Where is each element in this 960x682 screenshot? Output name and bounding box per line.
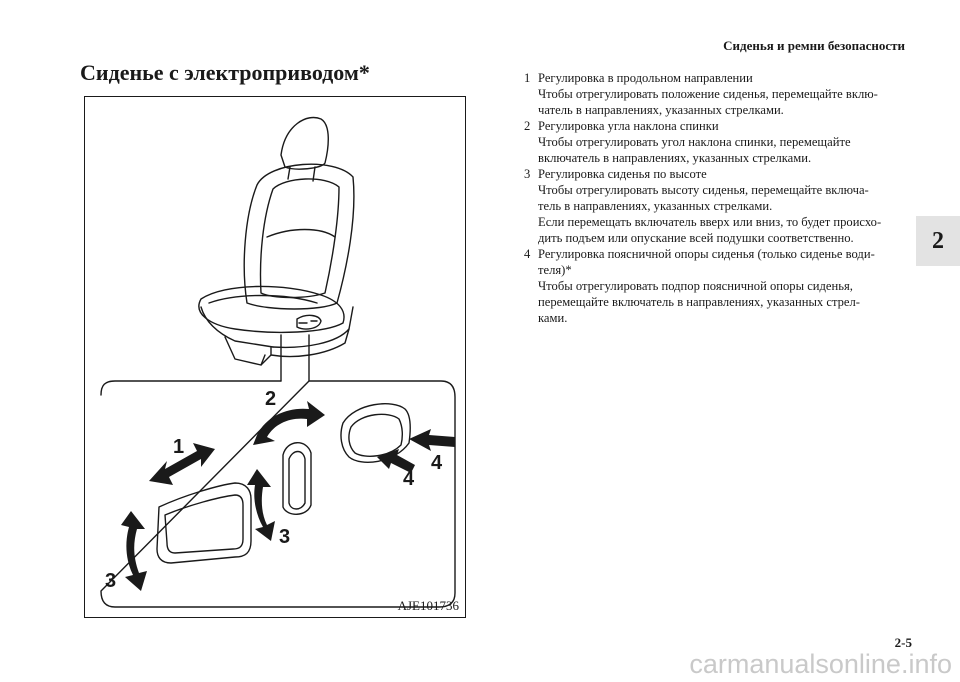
page-number: 2-5	[894, 635, 912, 650]
seat-base	[272, 306, 354, 349]
detail-leader	[280, 334, 310, 382]
instruction-title: Регулировка в продольном направлении	[538, 71, 753, 85]
arrow-height-left	[121, 511, 147, 591]
instruction-number: 4	[524, 247, 531, 261]
arrow-height-right	[247, 469, 275, 541]
callout-1: 1	[173, 436, 184, 458]
instruction-line: Чтобы отрегулировать угол наклона спинки…	[538, 135, 851, 149]
section-title: Сиденье с электроприводом*	[80, 60, 370, 85]
arrow-fore-aft	[149, 443, 215, 485]
instruction-item-1: 1 Регулировка в продольном направлении Ч…	[524, 70, 909, 118]
cushion-shape	[198, 285, 345, 334]
instruction-line: перемещайте включатель в направлениях, у…	[538, 295, 860, 309]
recline-switch	[282, 442, 312, 515]
seat-switch	[296, 314, 322, 330]
callout-3-left: 3	[105, 570, 116, 592]
instruction-item-4: 4 Регулировка поясничной опоры сиденья (…	[524, 246, 909, 326]
chapter-tab[interactable]: 2	[916, 216, 960, 266]
arrow-lumbar-b	[377, 449, 415, 473]
instruction-line: тель в направлениях, указанных стрелками…	[538, 199, 773, 213]
instruction-item-3: 3 Регулировка сиденья по высоте Чтобы от…	[524, 166, 909, 246]
callouts: 1 2 3 3 4 4	[105, 388, 443, 592]
instruction-line: Если перемещать включатель вверх или вни…	[538, 215, 882, 229]
instruction-line: чатель в направлениях, указанных стрелка…	[538, 103, 784, 117]
callout-2: 2	[265, 388, 276, 410]
instruction-line: ками.	[538, 311, 568, 325]
instruction-line: дить подъем или опускание всей подушки с…	[538, 231, 854, 245]
instruction-list: 1 Регулировка в продольном направлении Ч…	[524, 70, 909, 326]
instruction-number: 3	[524, 167, 531, 181]
instruction-line: теля)*	[538, 263, 572, 277]
instruction-item-2: 2 Регулировка угла наклона спинки Чтобы …	[524, 118, 909, 166]
instruction-line: Чтобы отрегулировать высоту сиденья, пер…	[538, 183, 869, 197]
callout-3-right: 3	[279, 526, 290, 548]
instruction-title: Регулировка поясничной опоры сиденья (то…	[538, 247, 875, 261]
seat-illustration: 1 2 3 3 4 4 AJE101736	[84, 96, 466, 618]
instruction-line: включатель в направлениях, указанных стр…	[538, 151, 812, 165]
instruction-line: Чтобы отрегулировать положение сиденья, …	[538, 87, 878, 101]
seat-drawing: 1 2 3 3 4 4	[100, 116, 456, 608]
figure-code: AJE101736	[397, 598, 459, 613]
headrest-shape	[280, 116, 329, 170]
instruction-number: 1	[524, 71, 531, 85]
main-switch	[156, 482, 252, 564]
arrow-lumbar-a	[409, 429, 455, 451]
callout-4-lower: 4	[403, 468, 415, 490]
instruction-title: Регулировка угла наклона спинки	[538, 119, 719, 133]
running-header: Сиденья и ремни безопасности	[723, 38, 905, 53]
callout-4-right: 4	[431, 452, 443, 474]
instruction-number: 2	[524, 119, 531, 133]
arrow-recline	[253, 401, 325, 445]
detail-window	[100, 380, 456, 608]
instruction-title: Регулировка сиденья по высоте	[538, 167, 707, 181]
lumbar-switch	[340, 403, 411, 463]
watermark[interactable]: carmanualsonline.info	[689, 649, 952, 679]
instruction-line: Чтобы отрегулировать подпор поясничной о…	[538, 279, 853, 293]
